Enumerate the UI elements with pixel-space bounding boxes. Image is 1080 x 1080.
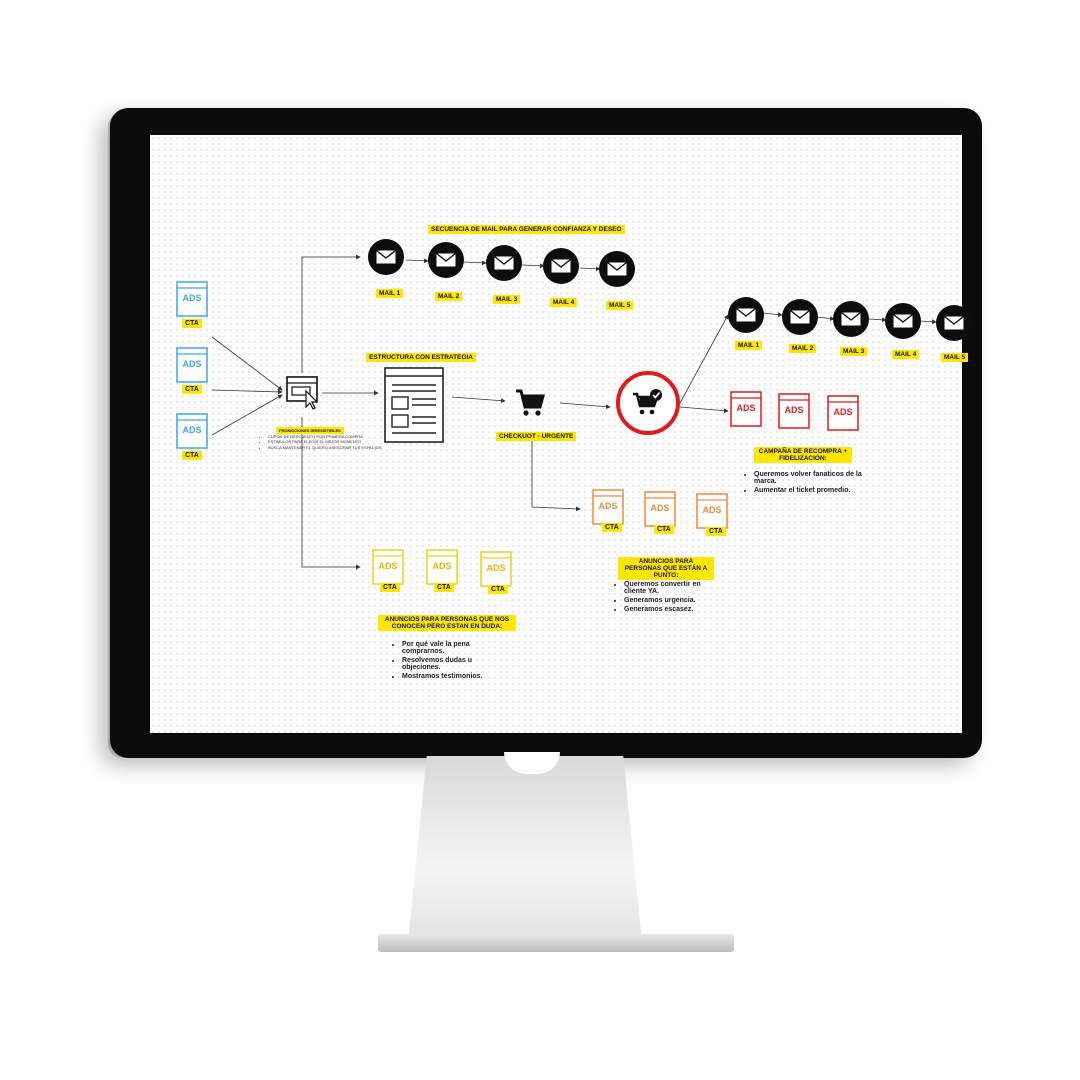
duda-title: ANUNCIOS PARA PERSONAS QUE NOS CONOCEN P…	[378, 615, 516, 631]
ads-icon: ADS	[730, 391, 762, 427]
mail-label: MAIL 2	[435, 292, 463, 301]
ads-icon: ADS	[372, 549, 404, 585]
landing-click-icon	[286, 375, 322, 416]
mail-envelope-icon	[543, 248, 579, 284]
mail-label: MAIL 2	[789, 344, 817, 353]
mail-label: MAIL 3	[840, 347, 868, 356]
monitor-stand	[408, 756, 642, 942]
ads-icon: ADS	[644, 491, 676, 527]
screen: SECUENCIA DE MAIL PARA GENERAR CONFIANZA…	[150, 135, 972, 733]
ads-icon: ADS	[778, 393, 810, 429]
ads-icon: ADS	[480, 551, 512, 587]
webpage-layout-icon	[384, 367, 444, 448]
mail-envelope-icon	[599, 251, 635, 287]
mail-envelope-icon	[833, 301, 869, 337]
structure-title: ESTRUCTURA CON ESTRATEGIA	[366, 353, 476, 362]
mail-envelope-icon	[368, 239, 404, 275]
ads-icon: ADS	[592, 489, 624, 525]
mail-envelope-icon	[936, 305, 972, 341]
mail-envelope-icon	[885, 303, 921, 339]
duda-bullets: Por qué vale la pena comprarnos. Resolve…	[392, 641, 502, 682]
cta-label: CTA	[434, 583, 454, 592]
mail-label: MAIL 4	[892, 350, 920, 359]
punto-title: ANUNCIOS PARA PERSONAS QUE ESTÁN A PUNTO…	[618, 557, 714, 580]
mail-envelope-icon	[486, 245, 522, 281]
ads-icon: ADS	[176, 347, 208, 383]
shopping-cart-icon	[514, 387, 546, 424]
checkout-label: CHECKUOT - URGENTE	[496, 432, 577, 441]
cta-label: CTA	[182, 385, 202, 394]
cta-label: CTA	[602, 523, 622, 532]
mail-label: MAIL 5	[606, 301, 634, 310]
landing-bullets: CUPON DE DESCUENTO POR PRIMERA COMPRA ES…	[262, 434, 388, 450]
stand-cutout	[504, 752, 560, 774]
ads-icon: ADS	[696, 493, 728, 529]
ads-icon: ADS	[426, 549, 458, 585]
cta-label: CTA	[182, 319, 202, 328]
mail-envelope-icon	[428, 242, 464, 278]
recompra-bullets: Queremos volver fanaticos de la marca. A…	[744, 471, 864, 496]
punto-bullets: Queremos convertir en cliente YA. Genera…	[614, 581, 724, 615]
cta-label: CTA	[380, 583, 400, 592]
purchase-complete-icon	[616, 371, 680, 435]
recompra-title: CAMPAÑA DE RECOMPRA + FIDELIZACIÓN:	[754, 447, 852, 463]
ads-icon: ADS	[827, 395, 859, 431]
stand-base	[378, 934, 734, 952]
email-sequence-title: SECUENCIA DE MAIL PARA GENERAR CONFIANZA…	[428, 225, 625, 234]
mail-envelope-icon	[782, 299, 818, 335]
cta-label: CTA	[654, 525, 674, 534]
landing-title: PROMOCIONES IRRESISTIBLES	[276, 427, 344, 434]
mail-label: MAIL 5	[941, 353, 969, 362]
mail-label: MAIL 4	[550, 298, 578, 307]
cta-label: CTA	[488, 585, 508, 594]
cta-label: CTA	[182, 451, 202, 460]
mail-label: MAIL 1	[735, 341, 763, 350]
ads-icon: ADS	[176, 281, 208, 317]
mail-label: MAIL 3	[493, 295, 521, 304]
ads-icon: ADS	[176, 413, 208, 449]
cta-label: CTA	[706, 527, 726, 536]
mail-envelope-icon	[728, 297, 764, 333]
mail-label: MAIL 1	[376, 289, 404, 298]
connector-lines	[211, 254, 937, 570]
